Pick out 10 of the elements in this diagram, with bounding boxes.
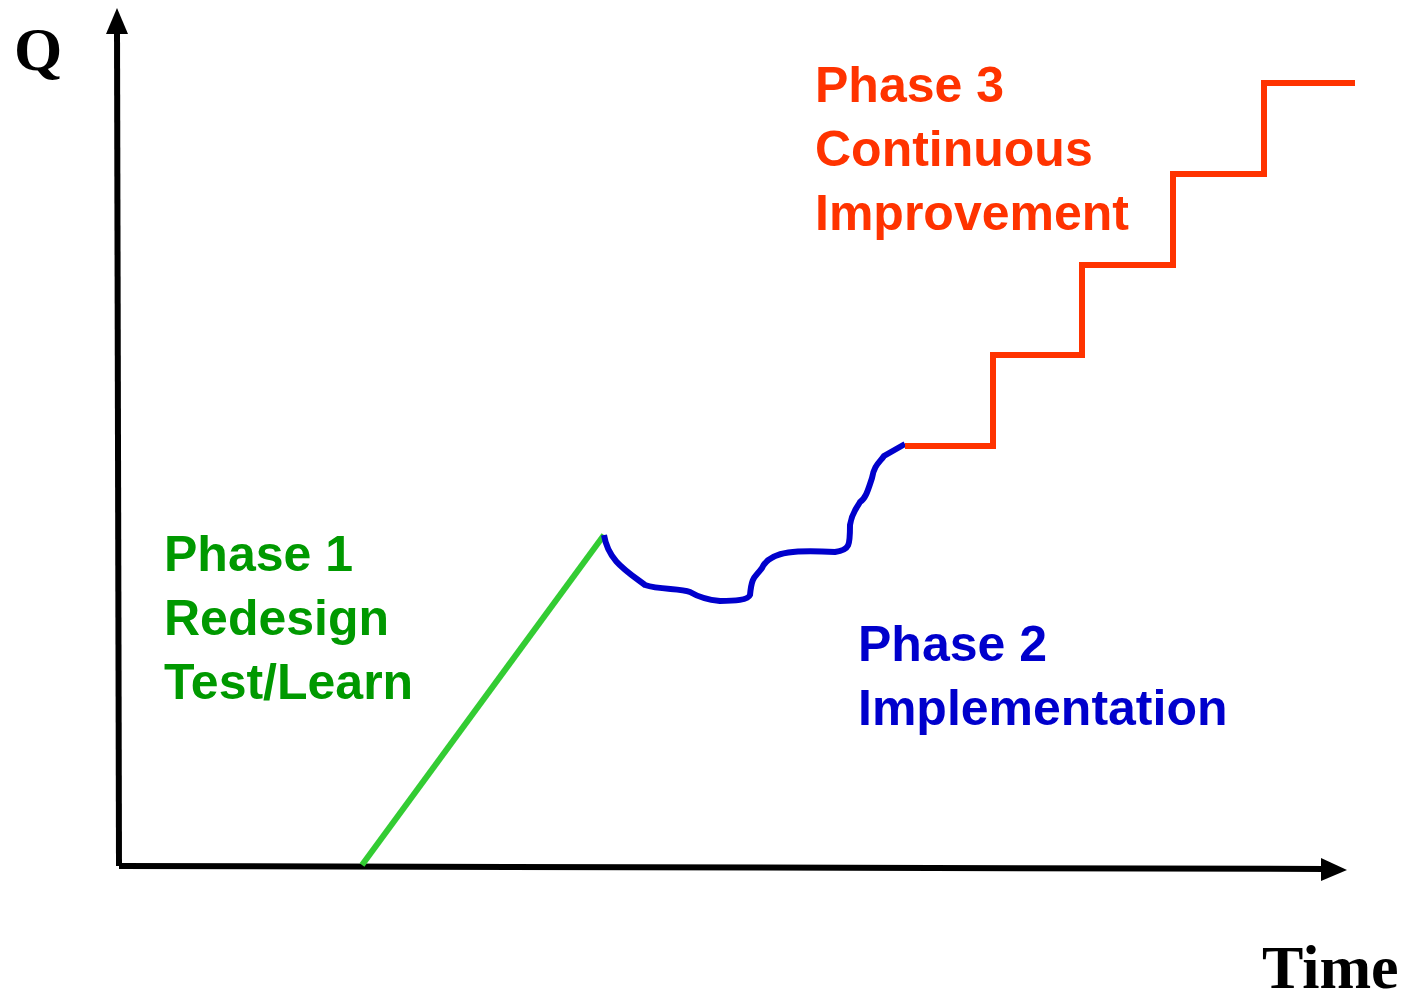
phase-label: Continuous <box>815 124 1093 174</box>
axis-label: Time <box>1262 936 1399 994</box>
phase-label: Test/Learn <box>164 657 414 707</box>
phase-label: Phase 3 <box>815 60 1004 110</box>
phase-label: Phase 1 <box>164 529 353 579</box>
phase-label: Redesign <box>164 593 390 643</box>
axis-label: Q <box>14 18 63 80</box>
phase-label: Phase 2 <box>858 619 1047 669</box>
phase-label: Implementation <box>858 683 1228 733</box>
phase-label: Improvement <box>815 188 1129 238</box>
